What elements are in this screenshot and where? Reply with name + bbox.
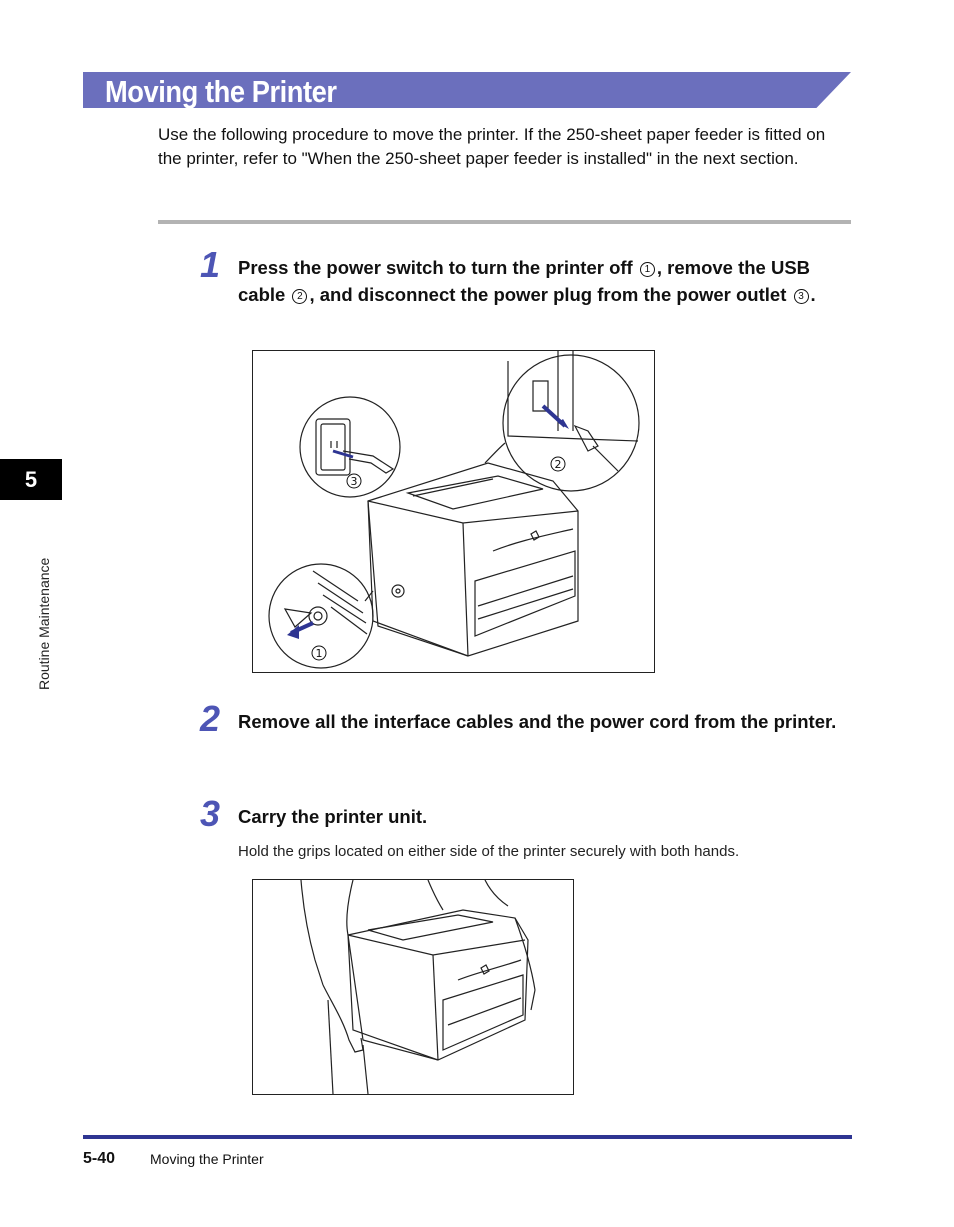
step-3-description: Hold the grips located on either side of… xyxy=(238,843,740,860)
step-1-text-a: Press the power switch to turn the print… xyxy=(238,257,638,278)
carry-printer-illustration xyxy=(300,879,536,1095)
disconnect-illustration: 1 2 3 xyxy=(268,351,640,669)
section-title-banner: Moving the Printer xyxy=(83,72,851,108)
step-1-number: 1 xyxy=(200,244,221,285)
step-1-text: Press the power switch to turn the print… xyxy=(238,254,848,308)
step-3-text: Carry the printer unit. xyxy=(238,806,428,827)
step-1-text-c: , and disconnect the power plug from the… xyxy=(309,284,792,305)
figure-disconnect-printer: 1 2 3 xyxy=(252,350,655,673)
intro-paragraph: Use the following procedure to move the … xyxy=(158,125,826,168)
step-2-text: Remove all the interface cables and the … xyxy=(238,711,837,732)
section-title: Moving the Printer xyxy=(105,74,337,109)
callout-mark-2: 2 xyxy=(292,289,308,304)
page-number: 5-40 xyxy=(83,1150,116,1167)
figure1-callout-2: 2 xyxy=(555,458,562,471)
chapter-label: Routine Maintenance xyxy=(36,557,52,690)
callout-mark-1: 1 xyxy=(639,262,655,277)
step-1-text-b: , remove the USB cable xyxy=(238,257,811,305)
figure-carry-printer xyxy=(252,879,574,1095)
footer-section-title: Moving the Printer xyxy=(150,1151,264,1167)
figure1-callout-1: 1 xyxy=(316,647,323,660)
chapter-tab: 5 xyxy=(0,459,62,500)
figure1-callout-3: 3 xyxy=(351,475,358,488)
step-1-text-d: . xyxy=(810,284,816,305)
step-3-number: 3 xyxy=(200,793,221,834)
section-divider xyxy=(158,220,851,224)
callout-mark-3: 3 xyxy=(793,289,809,304)
footer-rule xyxy=(83,1135,852,1139)
step-2-number: 2 xyxy=(200,698,221,739)
